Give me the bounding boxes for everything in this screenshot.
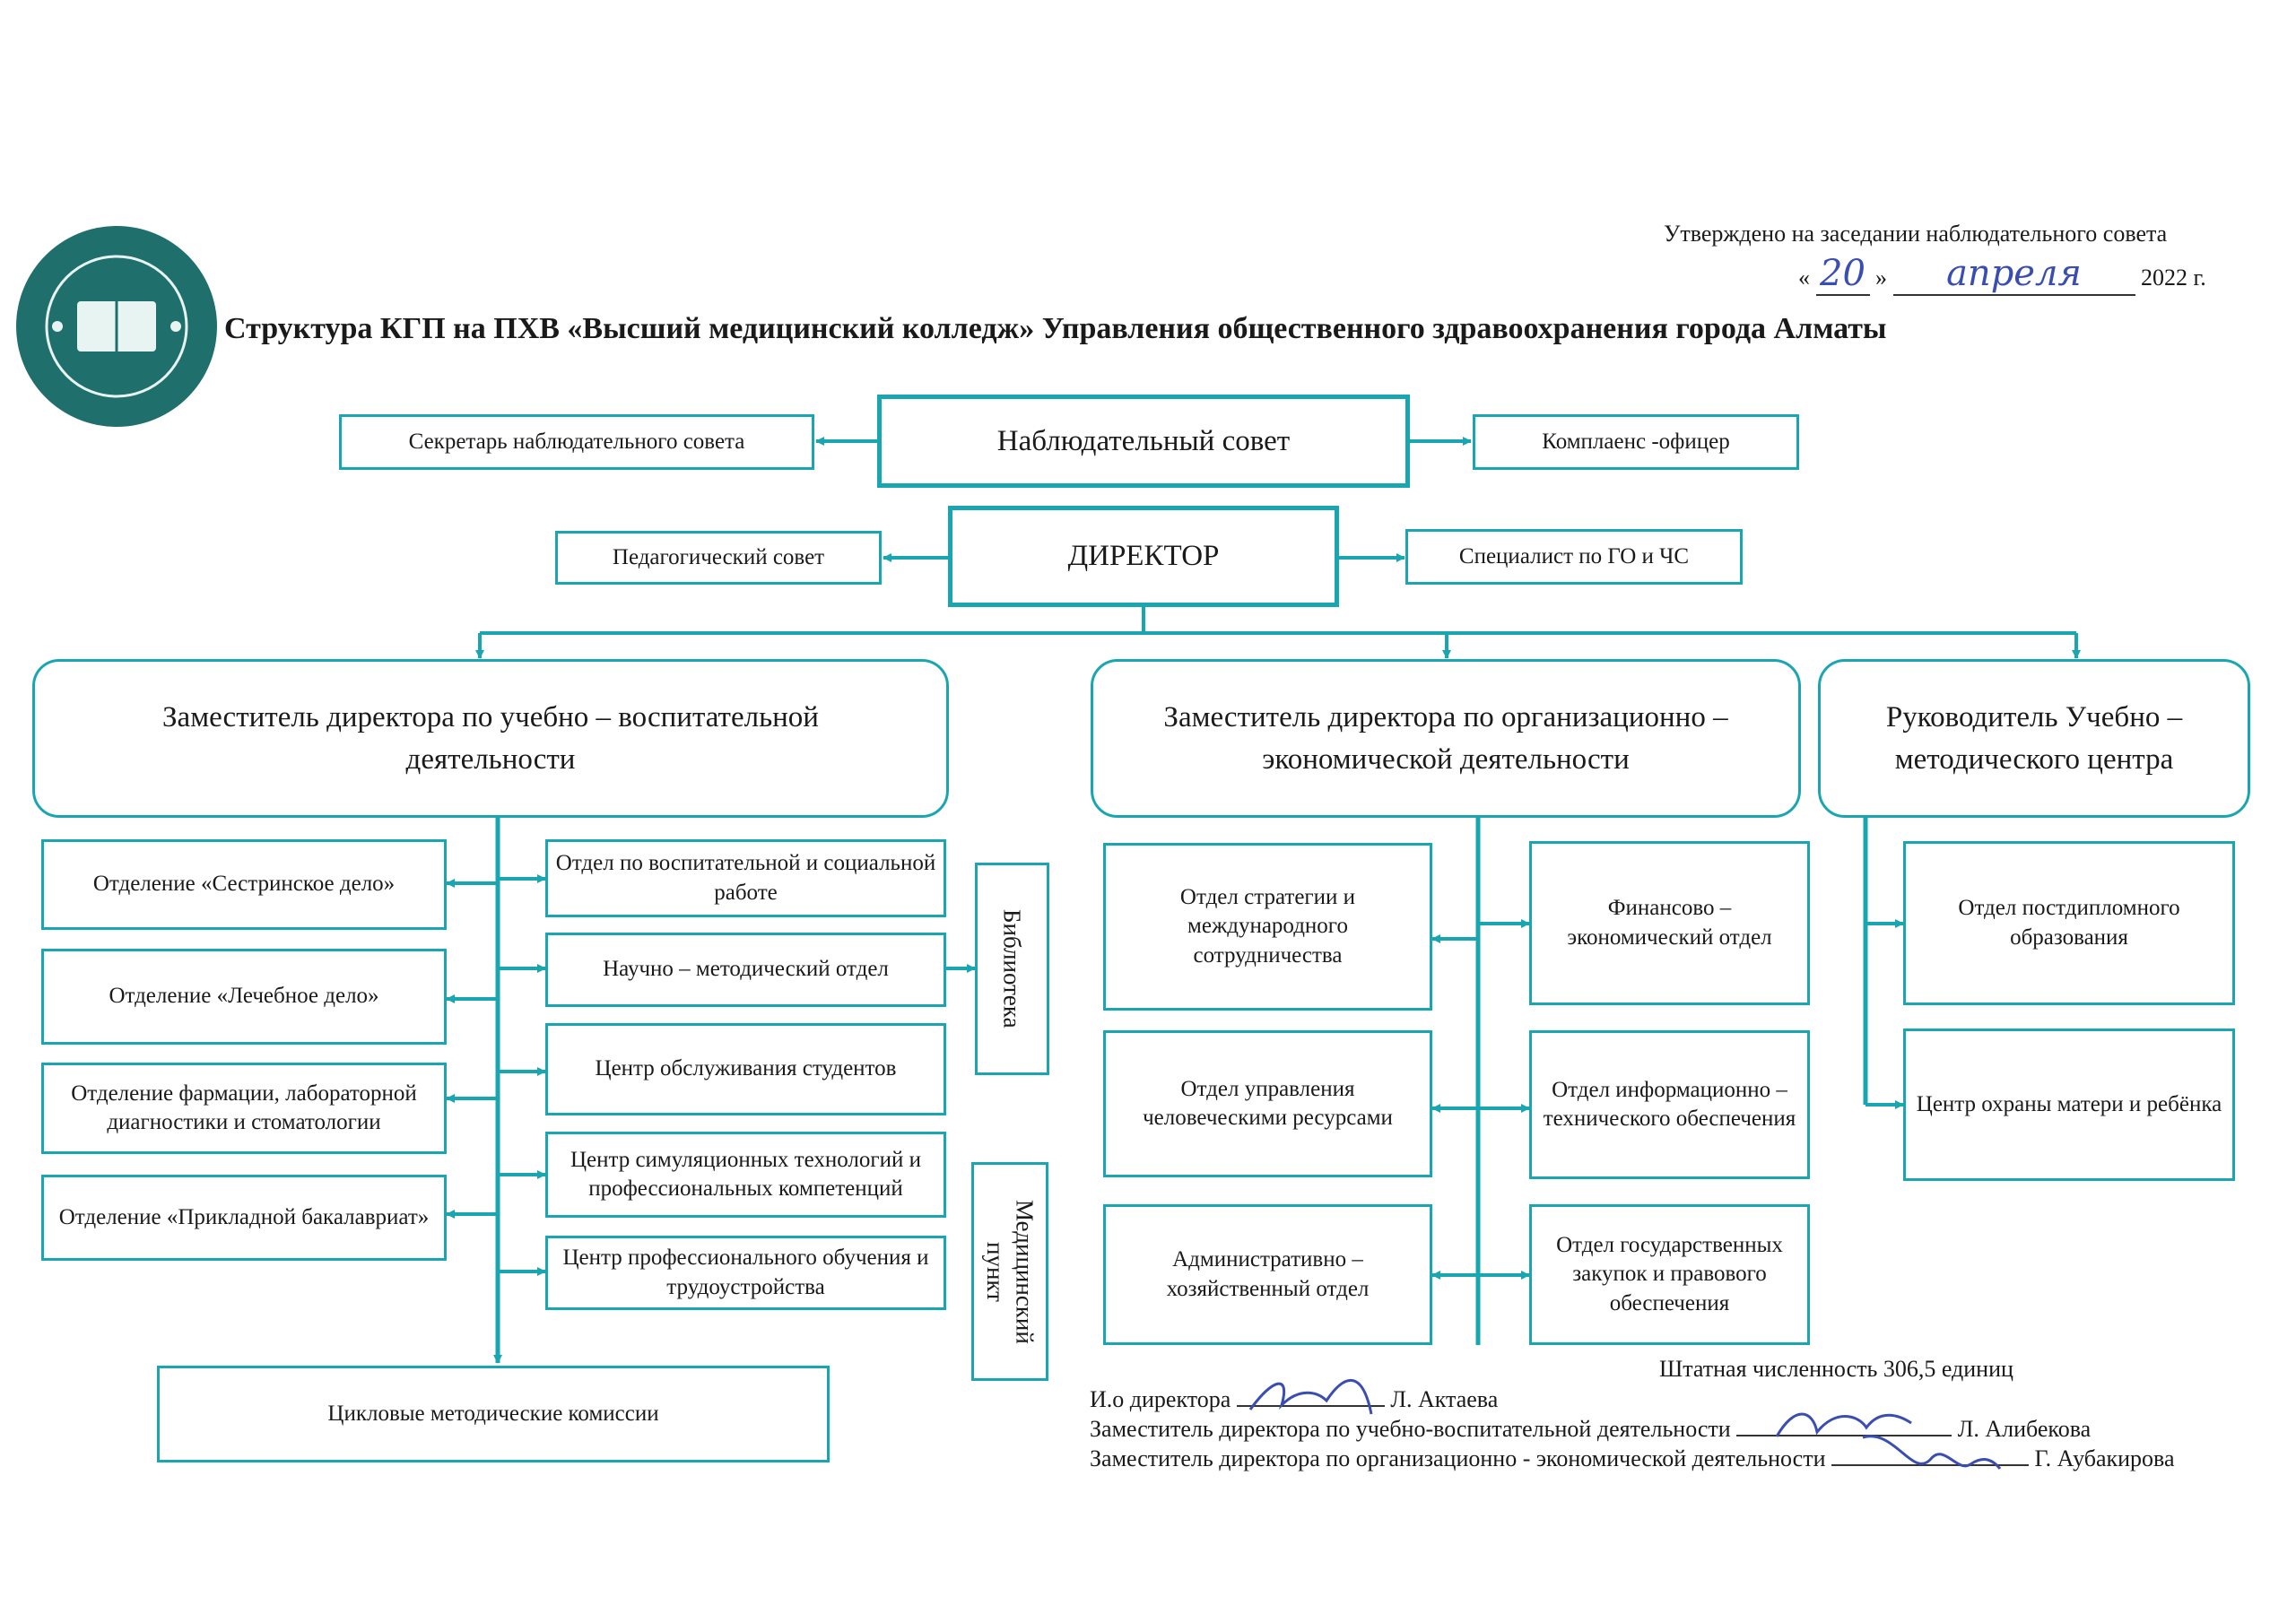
college-seal: [16, 226, 217, 427]
open-quote: «: [1798, 265, 1810, 291]
mother-child-center-box: Центр охраны матери и ребёнка: [1903, 1028, 2235, 1181]
approval-line: Утверждено на заседании наблюдательного …: [1664, 221, 2168, 247]
medical-point-box: Медицинский пункт: [971, 1162, 1048, 1381]
career-center-box: Центр профессионального обучения и трудо…: [545, 1236, 946, 1310]
dept-strategy-box: Отдел стратегии и международного сотрудн…: [1103, 843, 1432, 1011]
approval-month: апреля: [1892, 253, 2135, 296]
methodical-center-head-box: Руководитель Учебно – методического цент…: [1818, 659, 2250, 818]
supervisory-board-box: Наблюдательный совет: [877, 395, 1410, 488]
dept-nursing-box: Отделение «Сестринское дело»: [41, 839, 447, 930]
sig2-name: Л. Алибекова: [1957, 1416, 2092, 1442]
dept-procurement-box: Отдел государственных закупок и правовог…: [1529, 1204, 1810, 1345]
student-service-center-box: Центр обслуживания студентов: [545, 1023, 946, 1115]
sig1-line: [1236, 1378, 1385, 1415]
page-title: Структура КГП на ПХВ «Высший медицинский…: [224, 312, 1887, 345]
sig2-line: [1736, 1412, 1952, 1437]
board-secretary-box: Секретарь наблюдательного совета: [339, 414, 814, 470]
approval-date: « 20 » апреля 2022 г.: [1798, 253, 2206, 296]
deputy-educational-box: Заместитель директора по учебно – воспит…: [32, 659, 949, 818]
signature-deputy-educational: Заместитель директора по учебно-воспитат…: [1090, 1412, 2092, 1443]
simulation-center-box: Центр симуляционных технологий и професс…: [545, 1132, 946, 1218]
compliance-officer-box: Комплаенс -офицер: [1473, 414, 1799, 470]
sig3-line: [1831, 1435, 2029, 1470]
sig3-role: Заместитель директора по организационно …: [1090, 1445, 1826, 1471]
dept-it-box: Отдел информационно – технического обесп…: [1529, 1030, 1810, 1179]
close-quote: »: [1875, 265, 1887, 291]
signature-mark-3: [1862, 1435, 2002, 1470]
library-box: Библиотека: [975, 863, 1049, 1075]
dept-hr-box: Отдел управления человеческими ресурсами: [1103, 1030, 1432, 1177]
civil-defense-specialist-box: Специалист по ГО и ЧС: [1405, 529, 1743, 585]
sig3-name: Г. Аубакирова: [2034, 1445, 2175, 1471]
signature-deputy-economic: Заместитель директора по организационно …: [1090, 1435, 2175, 1472]
dept-scientific-methodical-box: Научно – методический отдел: [545, 933, 946, 1007]
dept-upbringing-social-box: Отдел по воспитательной и социальной раб…: [545, 839, 946, 917]
dept-postgraduate-box: Отдел постдипломного образования: [1903, 841, 2235, 1005]
signature-mark-1: [1248, 1378, 1373, 1415]
dept-administrative-box: Административно – хозяйственный отдел: [1103, 1204, 1432, 1345]
signature-director: И.о директора Л. Актаева: [1090, 1378, 1499, 1415]
dept-finance-box: Финансово – экономический отдел: [1529, 841, 1810, 1005]
approval-day: 20: [1815, 253, 1870, 296]
approval-year: 2022 г.: [2141, 265, 2206, 291]
sig1-role: И.о директора: [1090, 1386, 1231, 1412]
dept-general-medicine-box: Отделение «Лечебное дело»: [41, 949, 447, 1045]
sig2-role: Заместитель директора по учебно-воспитат…: [1090, 1416, 1731, 1442]
pedagogical-council-box: Педагогический совет: [555, 531, 882, 585]
dept-applied-bachelor-box: Отделение «Прикладной бакалавриат»: [41, 1175, 447, 1261]
sig1-name: Л. Актаева: [1390, 1386, 1499, 1412]
dept-pharmacy-box: Отделение фармации, лабораторной диагнос…: [41, 1063, 447, 1154]
director-box: ДИРЕКТОР: [948, 506, 1339, 607]
staff-count: Штатная численность 306,5 единиц: [1659, 1356, 2013, 1382]
deputy-economic-box: Заместитель директора по организационно …: [1091, 659, 1801, 818]
signature-mark-2: [1775, 1412, 1913, 1437]
cycle-commissions-box: Цикловые методические комиссии: [157, 1366, 830, 1462]
